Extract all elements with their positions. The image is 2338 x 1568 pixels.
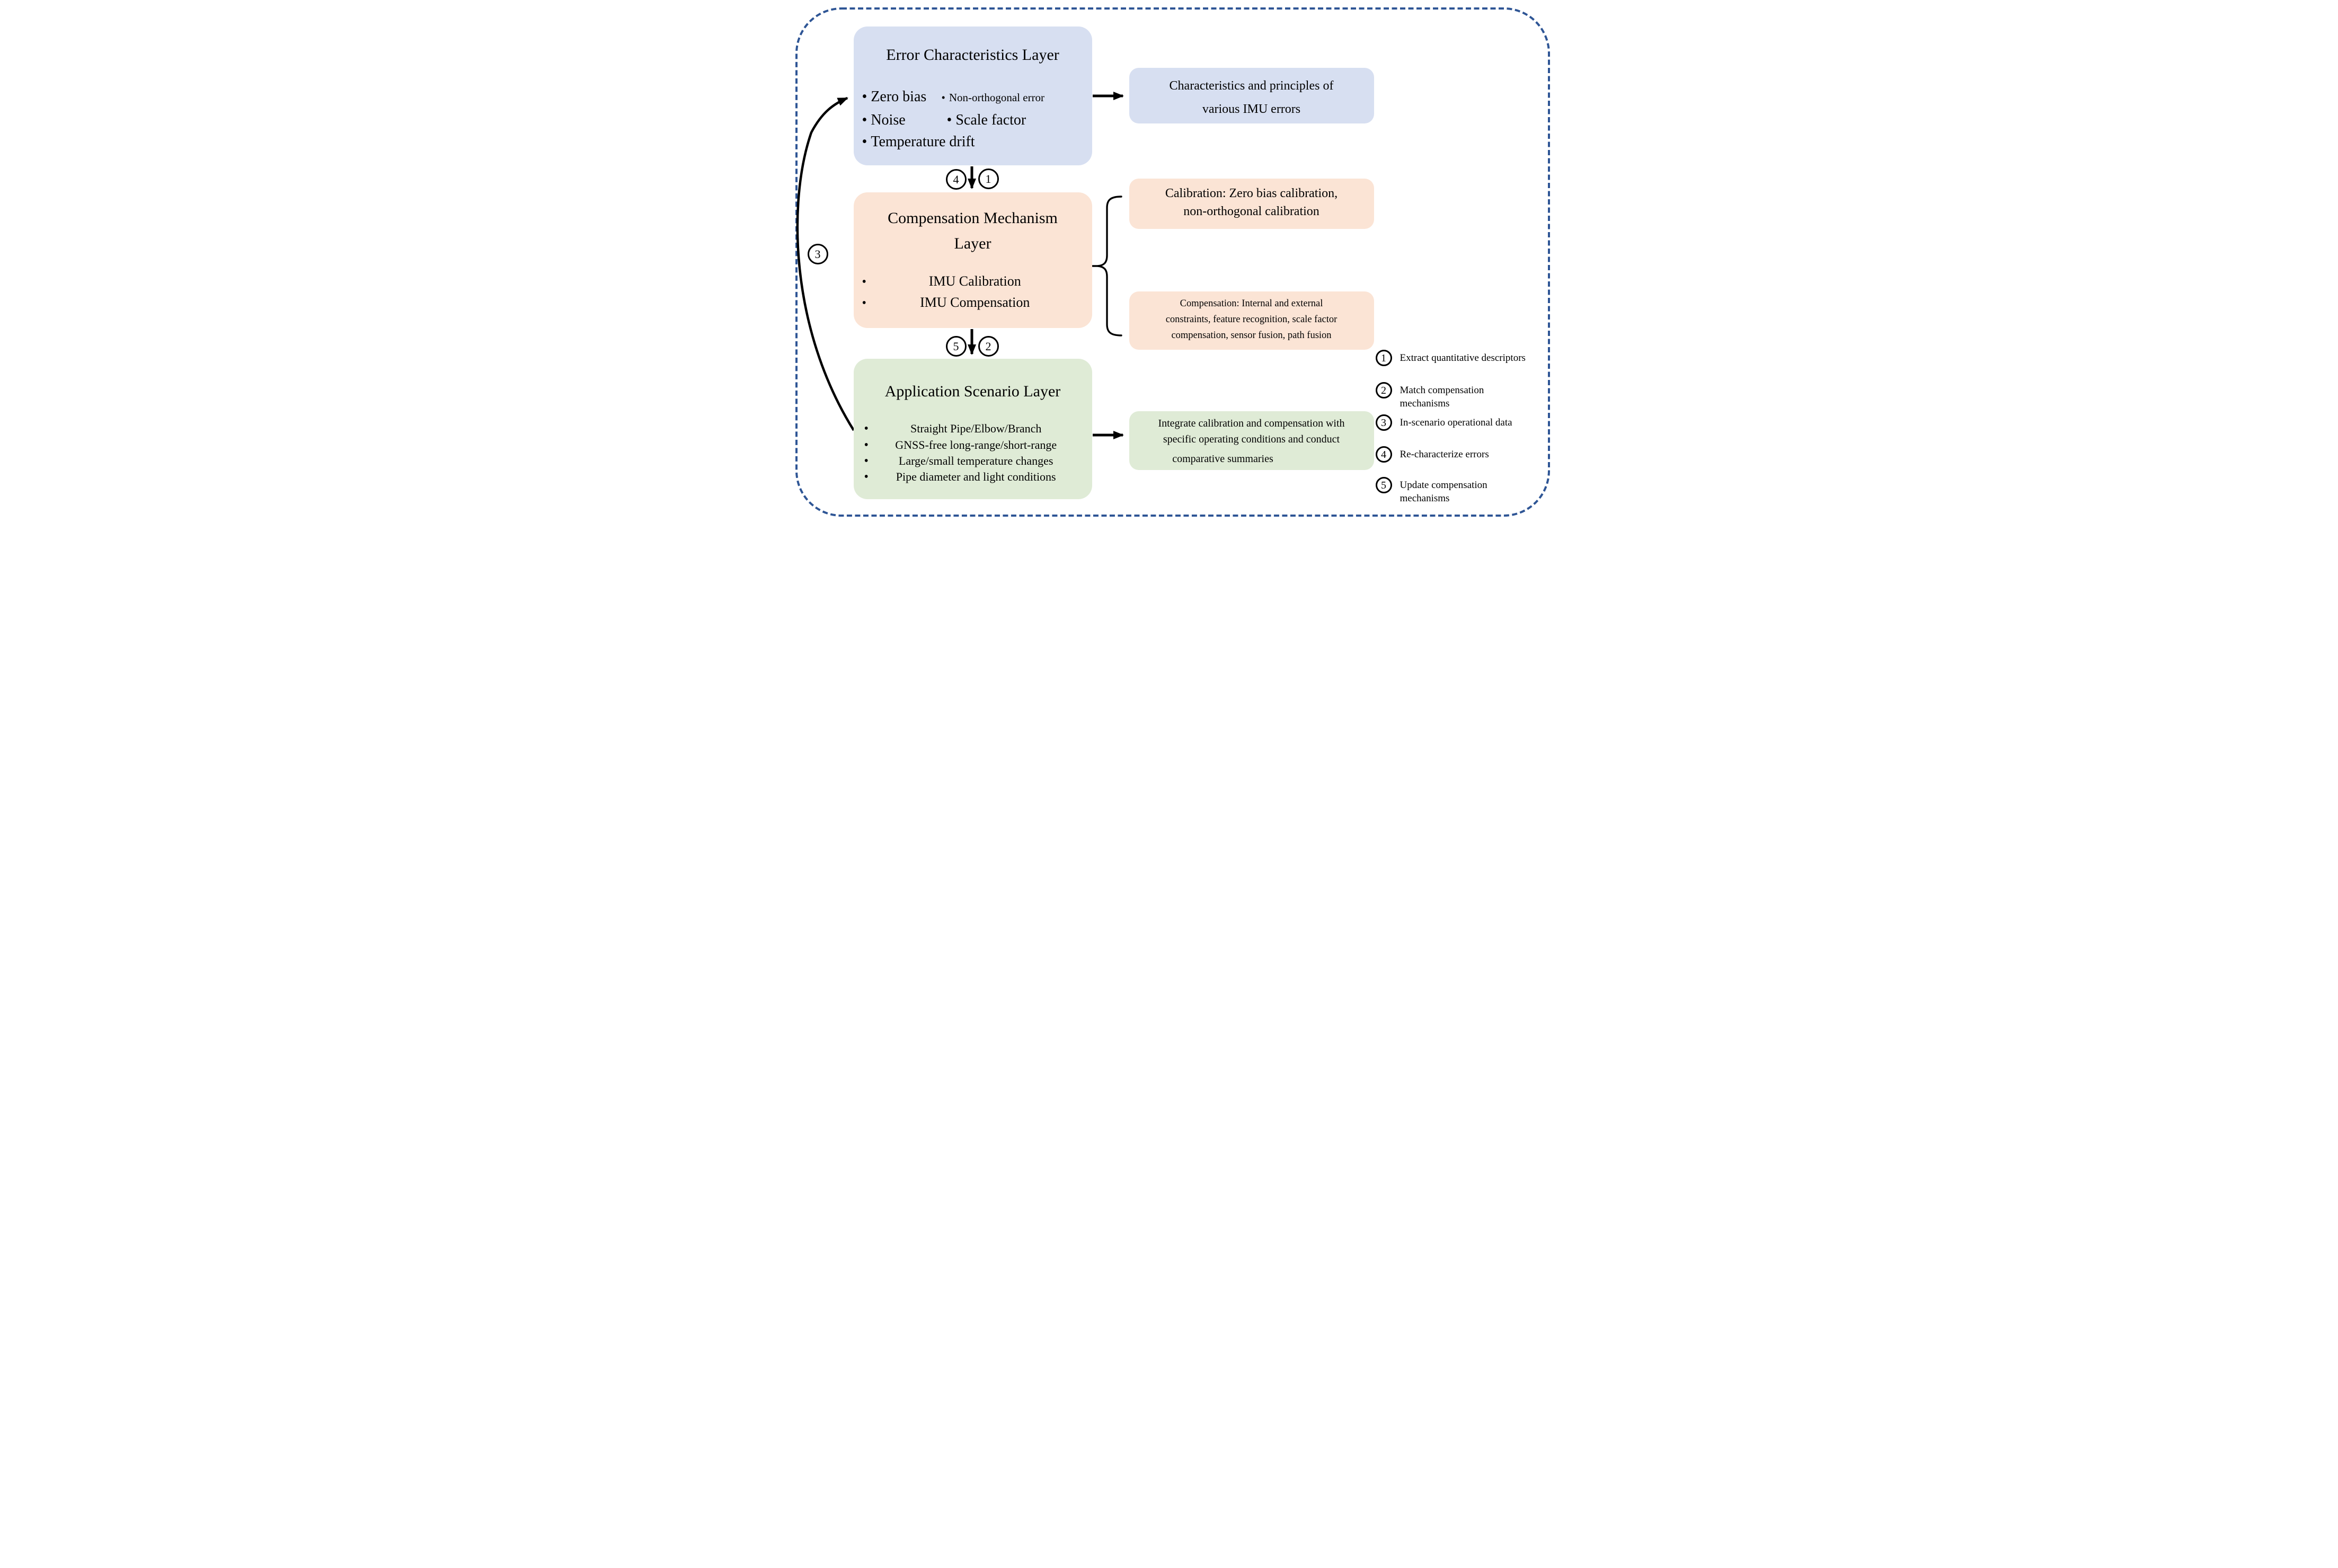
legend-text-4: Re-characterize errors — [1400, 449, 1489, 460]
application-scenario-layer-box: Application Scenario Layer • Straight Pi… — [853, 359, 1092, 499]
bullet-dot: • — [864, 422, 869, 436]
bullet-temperature-drift: • Temperature drift — [862, 130, 975, 154]
bullet-dot: • — [864, 470, 869, 484]
compensation-layer-title-line2: Layer — [954, 235, 991, 252]
legend-circle-2: 2 — [1375, 382, 1392, 398]
bullet-dot: • — [941, 91, 945, 104]
legend-item-4: 4 Re-characterize errors — [1375, 446, 1489, 463]
bullet-straight-pipe: • Straight Pipe/Elbow/Branch — [864, 422, 1042, 436]
bullet-noise: • Noise — [862, 109, 942, 132]
step-label-2: 2 — [978, 336, 999, 357]
integration-summary-box: Integrate calibration and compensation w… — [1129, 411, 1374, 470]
legend-circle-5: 5 — [1375, 477, 1392, 493]
bullet-imu-calibration: • IMU Calibration — [862, 271, 1084, 293]
calibration-line-1: Calibration: Zero bias calibration, — [1165, 187, 1338, 200]
calibration-detail-box: Calibration: Zero bias calibration, non-… — [1129, 179, 1374, 229]
summary-line-1: Characteristics and principles of — [1169, 79, 1334, 93]
legend-item-3: 3 In-scenario operational data — [1375, 414, 1512, 431]
diagram-canvas: Error Characteristics Layer • Zero bias … — [779, 0, 1559, 522]
legend-circle-4: 4 — [1375, 446, 1392, 463]
error-bullet-row-3: • Temperature drift — [862, 130, 1088, 154]
compensation-detail-line-1: Compensation: Internal and external — [1180, 298, 1323, 309]
legend-item-1: 1 Extract quantitative descriptors — [1375, 350, 1526, 366]
integration-line-3: comparative summaries — [1172, 453, 1273, 465]
bullet-imu-compensation: • IMU Compensation — [862, 292, 1084, 314]
bullet-dot: • — [862, 134, 867, 150]
bullet-scale-factor: • Scale factor — [947, 109, 1026, 132]
bullet-non-orthogonal: • Non-orthogonal error — [942, 86, 1045, 109]
summary-line-2: various IMU errors — [1202, 102, 1301, 116]
bullet-dot: • — [862, 112, 867, 128]
bullet-dot: • — [864, 454, 869, 468]
step-label-4: 4 — [945, 169, 967, 190]
legend-circle-3: 3 — [1375, 414, 1392, 431]
bullet-dot: • — [864, 438, 869, 452]
step-label-5: 5 — [945, 336, 967, 357]
legend-circle-1: 1 — [1375, 350, 1392, 366]
legend-text-1: Extract quantitative descriptors — [1400, 352, 1526, 364]
bullet-gnss-free: • GNSS-free long-range/short-range — [864, 438, 1057, 452]
error-characteristics-layer-box: Error Characteristics Layer • Zero bias … — [853, 26, 1092, 165]
legend-item-5: 5 Update compensation mechanisms — [1375, 477, 1511, 505]
error-bullet-row-1: • Zero bias • Non-orthogonal error — [862, 85, 1088, 109]
bullet-dot: • — [862, 296, 866, 310]
bullet-zero-bias: • Zero bias — [862, 85, 942, 109]
compensation-detail-box: Compensation: Internal and external cons… — [1129, 291, 1374, 350]
compensation-detail-line-3: compensation, sensor fusion, path fusion — [1171, 330, 1332, 341]
legend-text-5: Update compensation mechanisms — [1400, 480, 1487, 504]
bullet-temperature-changes: • Large/small temperature changes — [864, 454, 1053, 468]
compensation-detail-line-2: constraints, feature recognition, scale … — [1165, 314, 1338, 325]
step-label-3: 3 — [807, 244, 828, 264]
error-layer-title: Error Characteristics Layer — [886, 46, 1059, 64]
bullet-pipe-diameter-light: • Pipe diameter and light conditions — [864, 470, 1056, 484]
compensation-layer-title-line1: Compensation Mechanism — [888, 209, 1058, 227]
brace-connector — [1091, 196, 1122, 336]
legend-text-3: In-scenario operational data — [1400, 417, 1512, 428]
integration-line-1: Integrate calibration and compensation w… — [1158, 418, 1345, 429]
bullet-dot: • — [862, 88, 867, 105]
legend-item-2: 2 Match compensation mechanisms — [1375, 382, 1533, 410]
feedback-arc-arrow — [796, 96, 855, 431]
bullet-dot: • — [862, 275, 866, 289]
integration-line-2: specific operating conditions and conduc… — [1163, 433, 1340, 445]
bullet-dot: • — [946, 112, 952, 128]
compensation-mechanism-layer-box: Compensation Mechanism Layer • IMU Calib… — [853, 192, 1092, 328]
application-layer-title: Application Scenario Layer — [884, 383, 1061, 400]
error-bullet-row-2: • Noise • Scale factor — [862, 109, 1088, 132]
legend-text-2: Match compensation mechanisms — [1400, 385, 1484, 409]
calibration-line-2: non-orthogonal calibration — [1183, 205, 1319, 218]
imu-errors-summary-box: Characteristics and principles of variou… — [1129, 68, 1374, 123]
step-label-1: 1 — [978, 169, 999, 189]
